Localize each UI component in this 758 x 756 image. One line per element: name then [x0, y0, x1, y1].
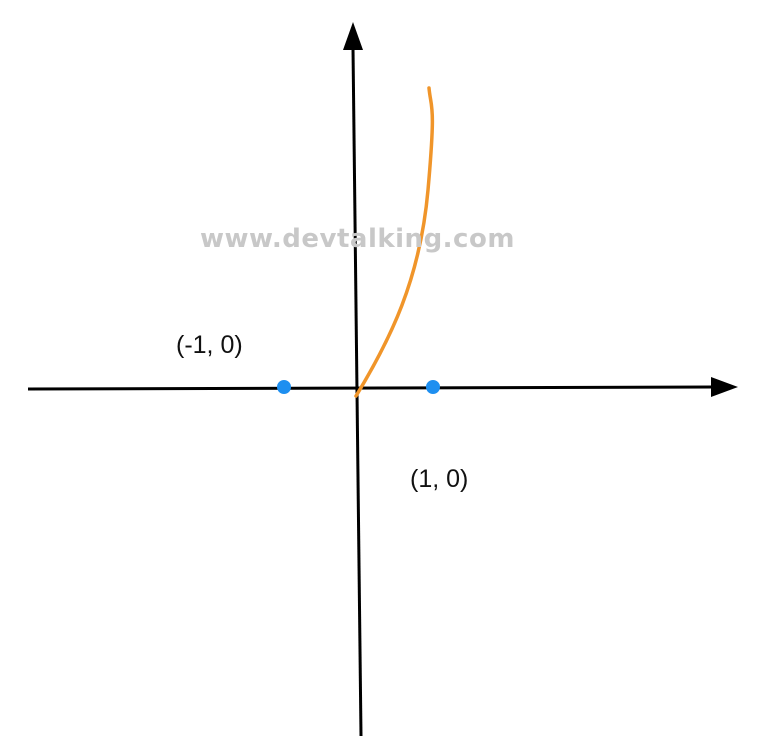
point-label-negative-one: (-1, 0): [176, 331, 243, 359]
x-axis-arrowhead: [711, 377, 738, 397]
point-label-positive-one: (1, 0): [410, 465, 468, 493]
y-axis-arrowhead: [343, 22, 363, 50]
x-axis: [27, 385, 715, 391]
point-negative-one: [277, 380, 291, 394]
watermark-text: www.devtalking.com: [200, 224, 515, 254]
orange-curve: [354, 86, 435, 398]
point-positive-one: [426, 380, 440, 394]
